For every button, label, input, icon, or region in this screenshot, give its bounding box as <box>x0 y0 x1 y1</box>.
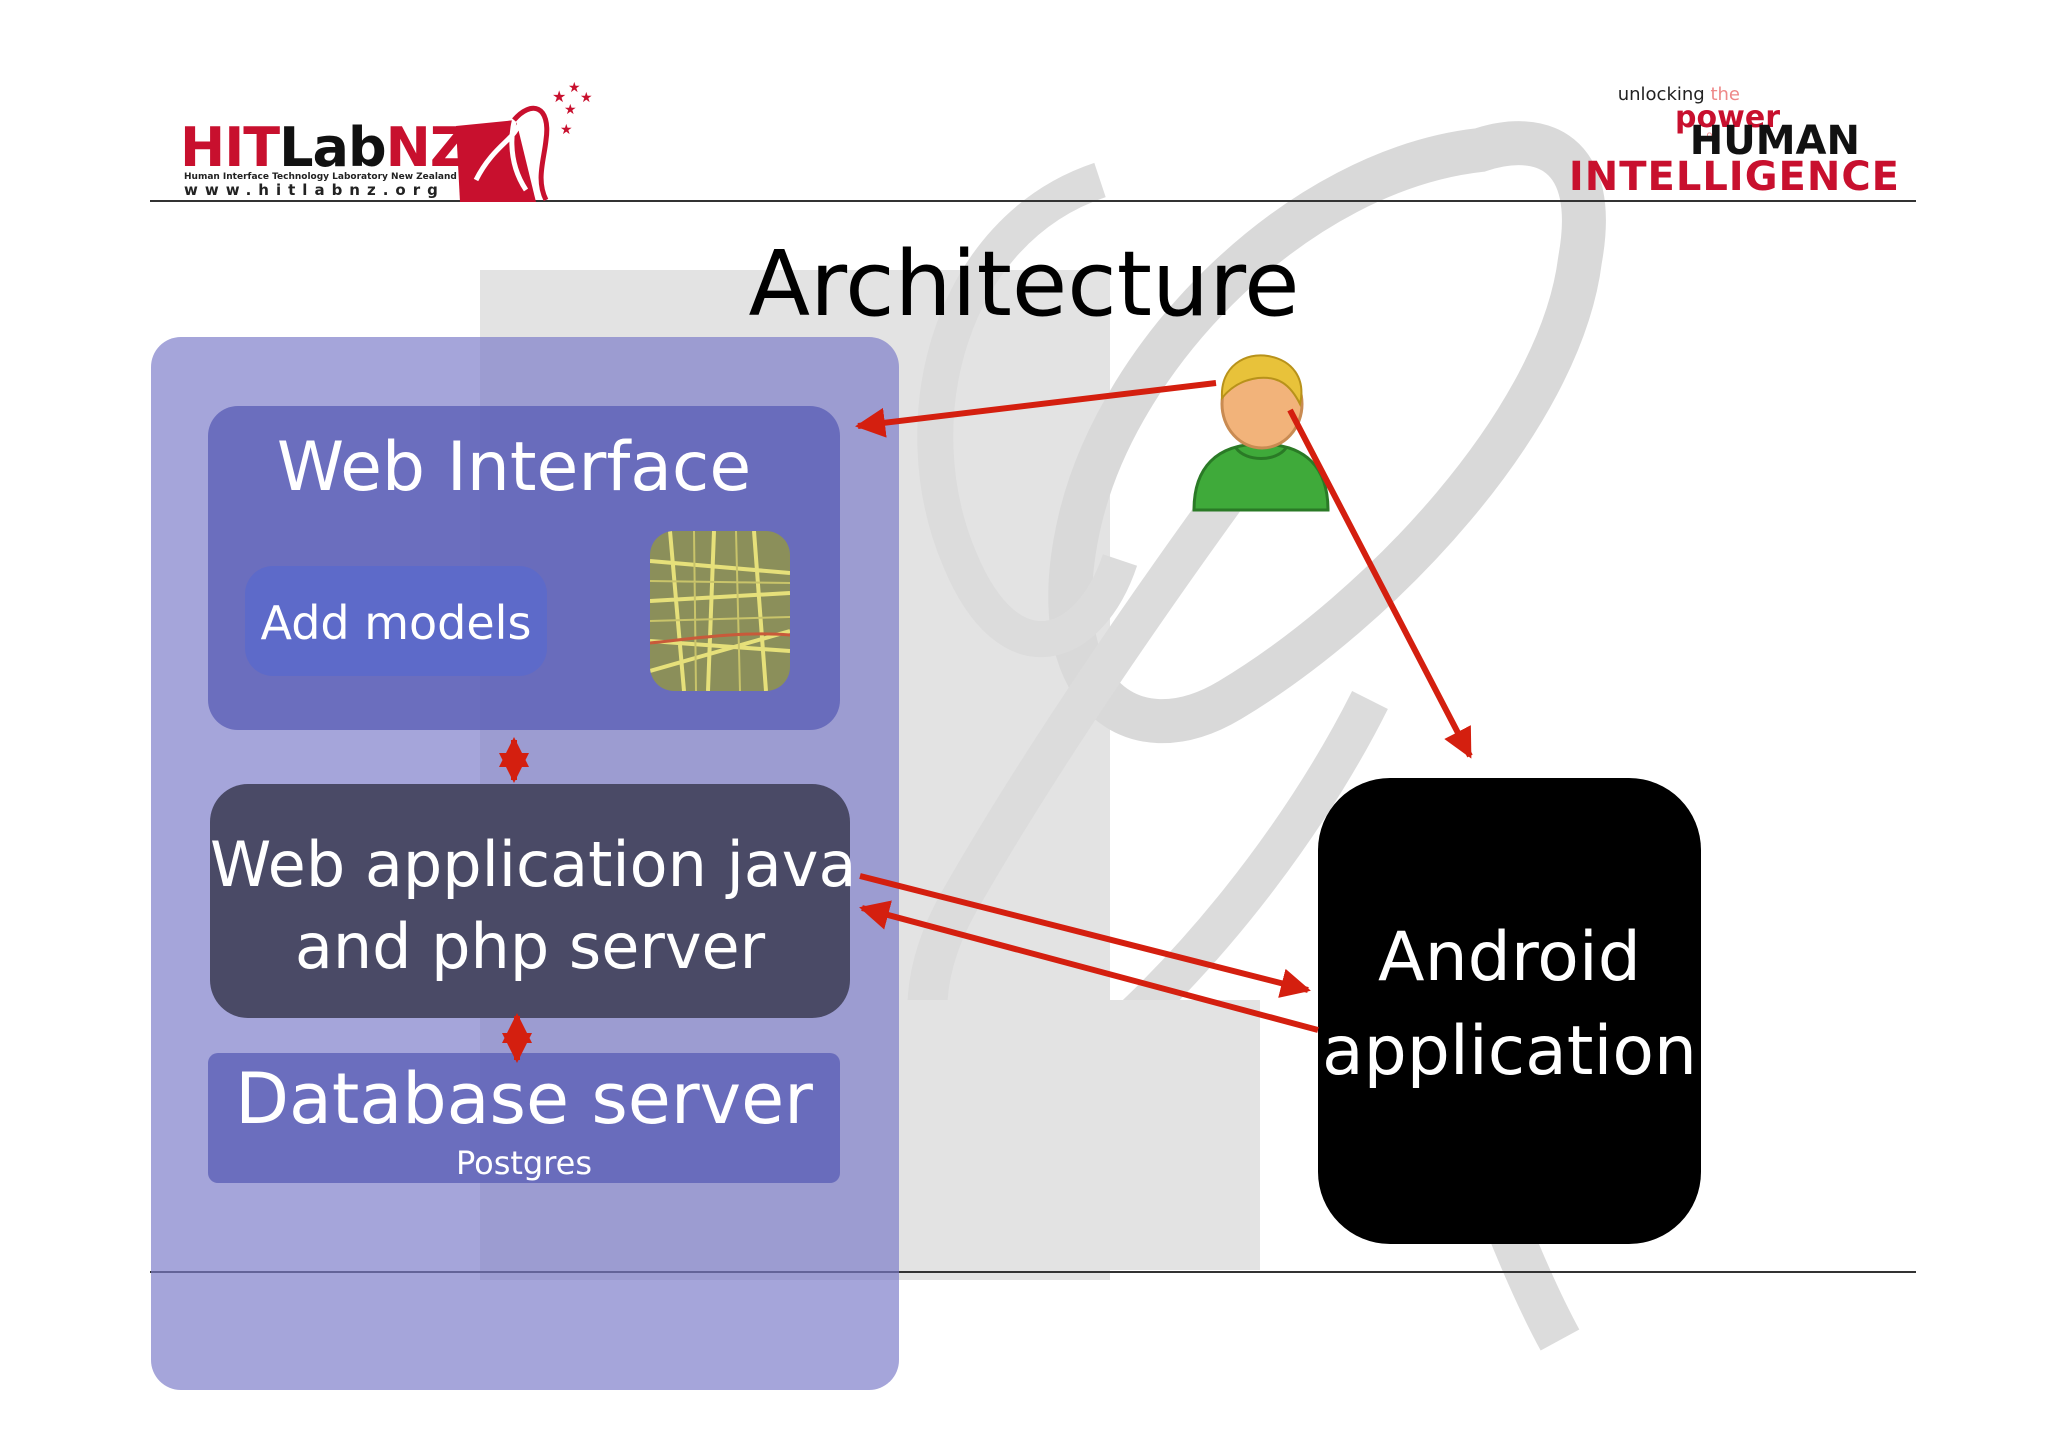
web-application-label-line2: and php server <box>294 910 766 983</box>
add-models-label: Add models <box>260 596 532 650</box>
watermark-swirl-3 <box>917 162 1138 658</box>
android-application-box <box>1318 778 1701 1244</box>
logo-nz: NZ <box>385 116 469 179</box>
arrow-webapp-to-android <box>859 873 1311 998</box>
tagline-unlocking-word: unlocking <box>1617 84 1705 105</box>
tagline-the: the <box>1710 84 1740 105</box>
emblem-star-3: ★ <box>580 90 593 106</box>
logo-lab: Lab <box>279 116 387 179</box>
map-thumbnail-icon <box>650 531 790 691</box>
tagline-logo: unlocking the power of HUMAN INTELLIGENC… <box>1569 80 1900 200</box>
emblem-star-2: ★ <box>568 80 581 96</box>
web-application-label-line1: Web application java <box>210 828 857 901</box>
database-server-box <box>208 1053 840 1183</box>
hitlabnz-emblem-icon: ★ ★ ★ ★ ★ <box>456 80 593 202</box>
user-icon <box>1192 354 1330 512</box>
android-application-label-line2: application <box>1321 1012 1698 1091</box>
hitlabnz-logo: HITLabNZ Human Interface Technology Labo… <box>180 118 470 200</box>
arrow-android-to-webapp <box>859 900 1319 1033</box>
database-server-label: Database server <box>235 1058 813 1140</box>
tagline-intelligence: INTELLIGENCE <box>1568 154 1900 200</box>
database-server-sublabel: Postgres <box>455 1144 593 1182</box>
emblem-star-1: ★ <box>552 87 566 106</box>
emblem-star-4: ★ <box>564 102 577 118</box>
hitlabnz-wordmark: HITLabNZ <box>180 116 469 179</box>
web-application-box <box>210 784 850 1018</box>
tagline-of: of <box>1706 130 1716 141</box>
logo-url: www.hitlabnz.org <box>184 181 445 199</box>
map-roads-minor <box>650 531 790 691</box>
tagline-power: power <box>1675 100 1780 135</box>
tagline-human: HUMAN <box>1689 118 1860 164</box>
map-roads <box>650 531 790 691</box>
logo-subtitle: Human Interface Technology Laboratory Ne… <box>184 172 457 182</box>
add-models-box <box>245 566 547 676</box>
header-rule <box>150 200 1916 202</box>
emblem-red-block <box>456 120 536 202</box>
emblem-star-5: ★ <box>560 122 573 138</box>
android-application-label-line1: Android <box>1378 918 1641 997</box>
map-route <box>650 632 790 645</box>
watermark-swirl <box>1048 121 1606 744</box>
logo-hit: HIT <box>180 116 280 179</box>
emblem-figure-outline <box>512 105 550 202</box>
watermark-block-bottom <box>900 1000 1260 1270</box>
arrow-user-to-web-interface <box>855 380 1217 438</box>
user-collar <box>1234 446 1288 460</box>
slide-title: Architecture <box>748 232 1300 337</box>
user-hair <box>1220 354 1303 407</box>
footer-rule <box>150 1271 1916 1273</box>
tagline-unlocking: unlocking the <box>1618 84 1740 105</box>
web-interface-label: Web Interface <box>276 428 752 507</box>
arrow-user-to-android <box>1287 408 1473 759</box>
